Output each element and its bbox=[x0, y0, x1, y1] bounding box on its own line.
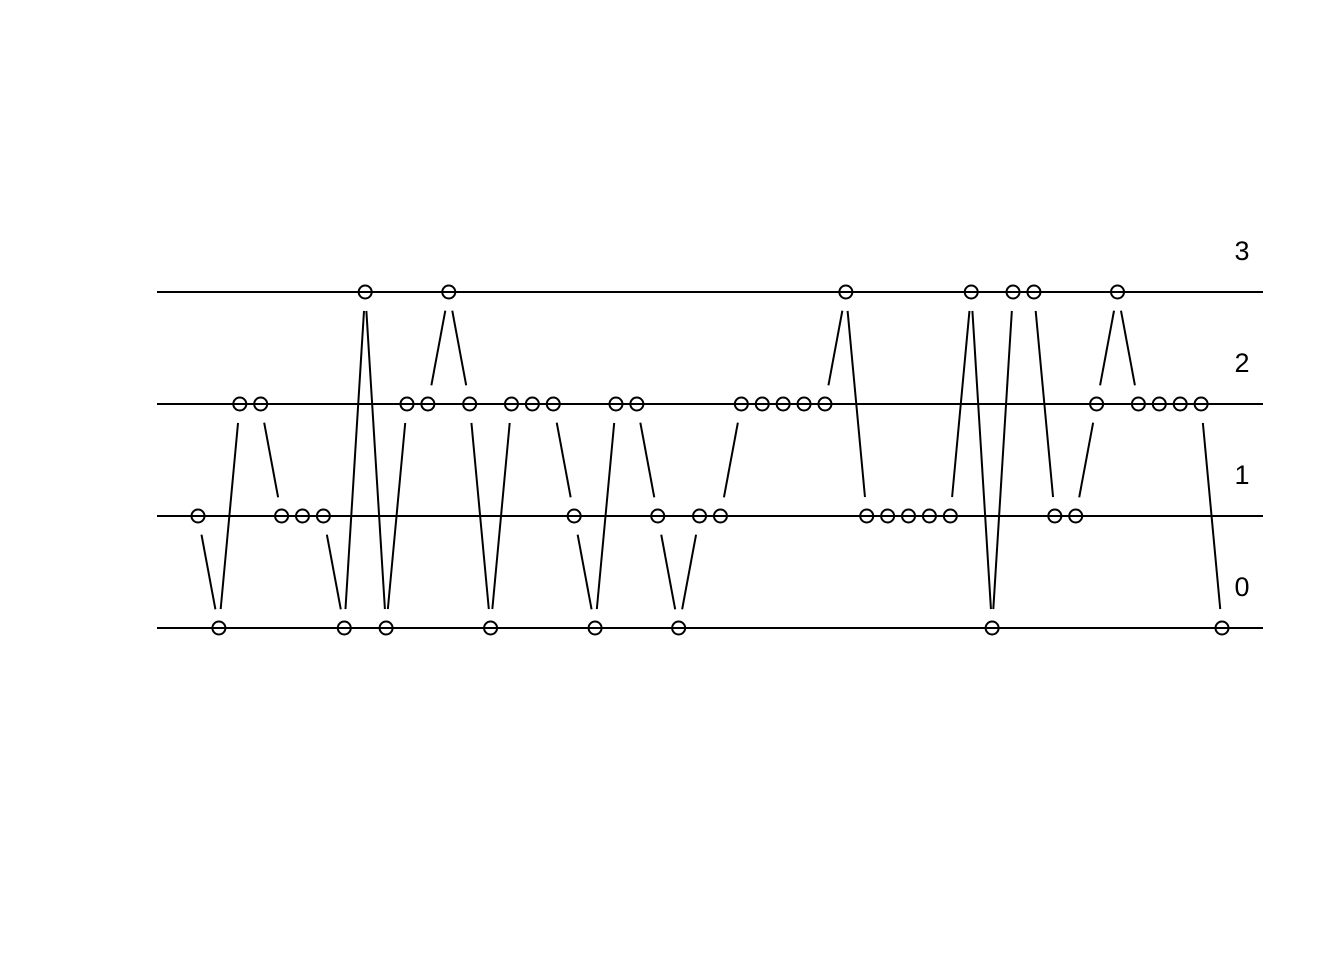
data-point bbox=[524, 396, 540, 412]
series-segment bbox=[992, 310, 1013, 610]
series-segment bbox=[344, 310, 366, 610]
data-point bbox=[253, 396, 269, 412]
data-point bbox=[692, 508, 708, 524]
data-point bbox=[503, 396, 519, 412]
data-point bbox=[712, 508, 728, 524]
series-segment bbox=[219, 422, 240, 610]
data-point bbox=[629, 396, 645, 412]
data-point bbox=[838, 284, 854, 300]
series-segment bbox=[451, 310, 468, 386]
series-segment bbox=[200, 534, 217, 610]
series-segment bbox=[971, 310, 992, 610]
data-point bbox=[357, 284, 373, 300]
series-segment bbox=[576, 534, 593, 610]
data-point bbox=[942, 508, 958, 524]
data-point bbox=[1005, 284, 1021, 300]
data-point bbox=[315, 508, 331, 524]
data-point bbox=[420, 396, 436, 412]
data-point bbox=[1047, 508, 1063, 524]
data-point bbox=[1172, 396, 1188, 412]
data-point bbox=[399, 396, 415, 412]
data-point bbox=[1193, 396, 1209, 412]
data-point bbox=[378, 620, 394, 636]
data-point bbox=[754, 396, 770, 412]
series-segment bbox=[722, 422, 739, 498]
series-segment bbox=[491, 422, 511, 610]
series-segment bbox=[846, 310, 866, 498]
data-point bbox=[1214, 620, 1230, 636]
level-label-1: 1 bbox=[1234, 460, 1249, 490]
series-segment bbox=[365, 310, 386, 610]
data-point bbox=[1130, 396, 1146, 412]
series-segment bbox=[325, 534, 342, 610]
data-point bbox=[1151, 396, 1167, 412]
series-segment bbox=[555, 422, 572, 498]
data-point bbox=[566, 508, 582, 524]
series-segment bbox=[951, 310, 971, 498]
data-point bbox=[232, 396, 248, 412]
data-point bbox=[650, 508, 666, 524]
level-label-3: 3 bbox=[1234, 236, 1249, 266]
data-point bbox=[274, 508, 290, 524]
series-segment bbox=[263, 422, 280, 498]
data-point bbox=[775, 396, 791, 412]
data-point bbox=[901, 508, 917, 524]
data-point bbox=[1089, 396, 1105, 412]
data-point bbox=[441, 284, 457, 300]
data-point bbox=[671, 620, 687, 636]
level-label-2: 2 bbox=[1234, 348, 1249, 378]
series-segment bbox=[1120, 310, 1136, 386]
data-point bbox=[190, 508, 206, 524]
series-segment bbox=[430, 310, 447, 386]
series-segment bbox=[595, 422, 616, 610]
data-point bbox=[859, 508, 875, 524]
series-segment bbox=[639, 422, 656, 498]
data-point bbox=[545, 396, 561, 412]
series-segment bbox=[827, 310, 844, 386]
data-point bbox=[462, 396, 478, 412]
series-segment bbox=[1099, 310, 1116, 386]
data-point bbox=[336, 620, 352, 636]
data-point bbox=[880, 508, 896, 524]
data-point bbox=[921, 508, 937, 524]
data-point bbox=[608, 396, 624, 412]
series-segment bbox=[1034, 310, 1055, 498]
series-segment bbox=[681, 534, 698, 610]
data-point bbox=[963, 284, 979, 300]
level-label-0: 0 bbox=[1234, 572, 1249, 602]
data-point bbox=[211, 620, 227, 636]
series-segment bbox=[660, 534, 677, 610]
series-segment bbox=[1078, 422, 1095, 498]
data-point bbox=[817, 396, 833, 412]
series-segment bbox=[1201, 422, 1222, 610]
series-segment bbox=[470, 422, 490, 610]
data-point bbox=[587, 620, 603, 636]
data-point bbox=[1068, 508, 1084, 524]
data-point bbox=[733, 396, 749, 412]
data-point bbox=[1110, 284, 1126, 300]
series-segment bbox=[386, 422, 407, 610]
data-point bbox=[984, 620, 1000, 636]
data-point bbox=[1026, 284, 1042, 300]
data-point bbox=[796, 396, 812, 412]
data-point bbox=[483, 620, 499, 636]
data-point bbox=[294, 508, 310, 524]
